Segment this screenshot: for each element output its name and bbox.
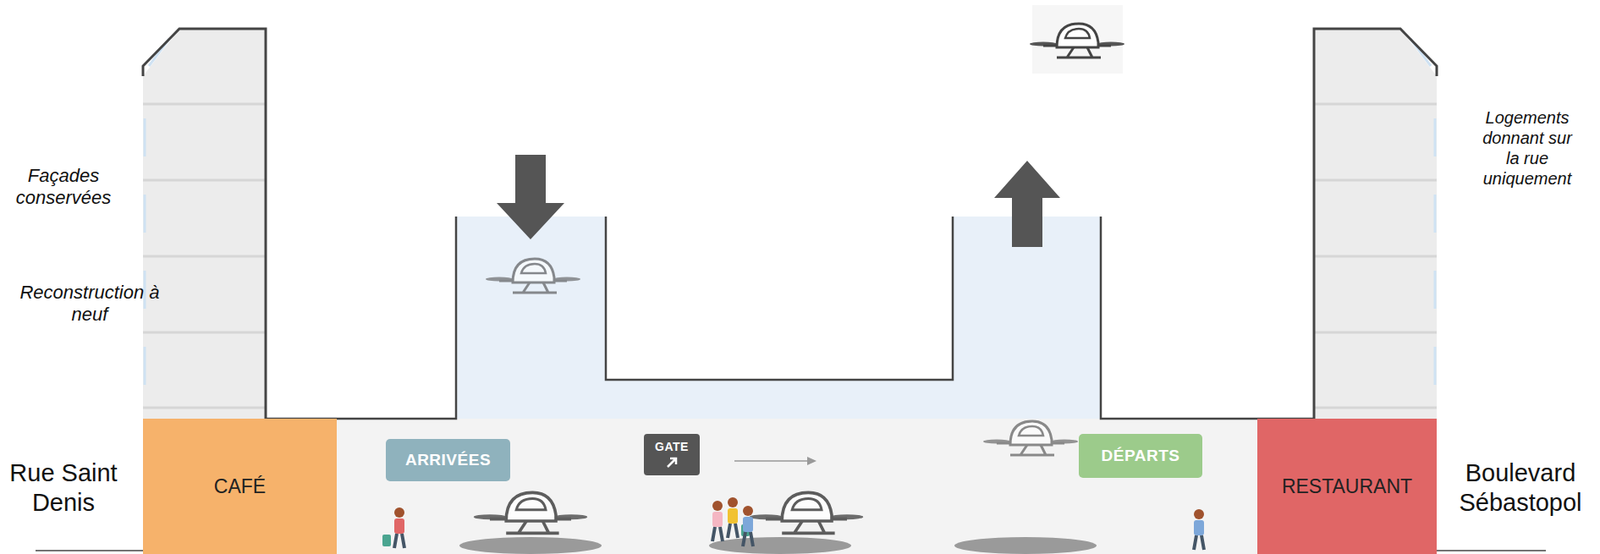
evtol-drone xyxy=(473,492,588,534)
node-text: DÉPARTS xyxy=(1101,446,1181,466)
node-text: ARRIVÉES xyxy=(405,450,491,470)
facade-note: Façades conservées xyxy=(4,164,123,210)
traveller xyxy=(382,507,405,549)
traveller xyxy=(742,505,754,547)
evtol-drone xyxy=(1029,23,1125,58)
vertiport-outline xyxy=(265,216,1315,419)
flow-arrowhead xyxy=(807,456,817,466)
vertiport-volume xyxy=(456,216,1101,419)
restaurant-box: RESTAURANT xyxy=(1257,418,1437,554)
gate-arrow-icon xyxy=(664,456,680,470)
arrival-arrow xyxy=(496,154,565,240)
hall-floor xyxy=(336,418,1258,554)
landing-pad xyxy=(459,537,602,554)
housing-note: Logements donnant sur la rue uniquement xyxy=(1475,107,1579,189)
gate-sign: GATE xyxy=(643,434,700,476)
node-text: CAFÉ xyxy=(214,475,266,499)
street-name: Rue Saint Denis xyxy=(3,458,124,518)
node-text: GATE xyxy=(654,439,689,454)
departure-arrow xyxy=(994,160,1061,248)
ground-line xyxy=(35,549,143,552)
landing-pad xyxy=(954,537,1097,554)
node-text: RESTAURANT xyxy=(1281,475,1413,499)
cafe-box: CAFÉ xyxy=(142,418,337,554)
rebuild-note: Reconstruction à neuf xyxy=(16,281,163,327)
street-name: Boulevard Sébastopol xyxy=(1447,458,1594,518)
drone-backdrop xyxy=(1032,5,1123,74)
evtol-drone xyxy=(485,258,581,293)
landing-pad xyxy=(709,537,852,554)
evtol-drone xyxy=(749,492,864,534)
evtol-drone xyxy=(983,421,1078,456)
arrivals-sign: ARRIVÉES xyxy=(385,439,511,482)
traveller xyxy=(712,500,723,542)
traveller xyxy=(1193,509,1205,550)
building xyxy=(1314,28,1437,419)
ground-line xyxy=(1436,549,1546,552)
departures-sign: DÉPARTS xyxy=(1078,434,1203,479)
building xyxy=(142,28,266,419)
flow-arrow xyxy=(734,460,809,462)
